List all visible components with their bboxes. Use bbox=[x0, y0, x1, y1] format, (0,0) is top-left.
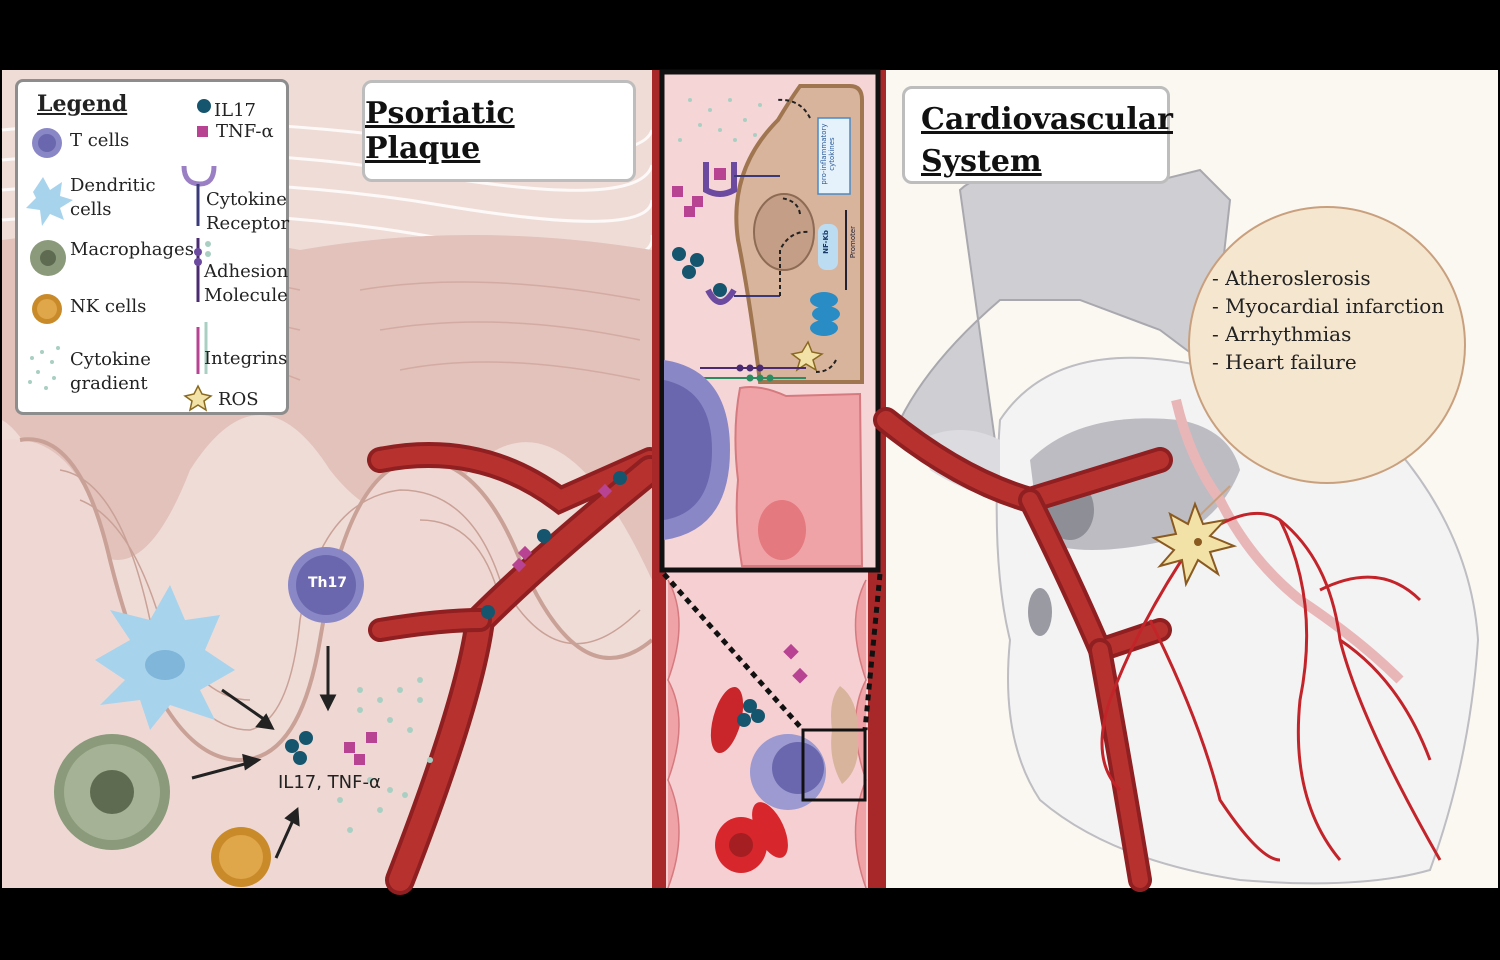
nfkb-box bbox=[818, 224, 838, 270]
inset-tnf bbox=[672, 186, 703, 217]
gradient-icon bbox=[28, 346, 60, 390]
promoter-label: Promoter bbox=[849, 225, 857, 259]
infarct-ros-icon bbox=[1151, 501, 1238, 588]
vessel-tcell bbox=[750, 734, 826, 810]
artery-right bbox=[873, 407, 1173, 892]
legend-il17: IL17 bbox=[214, 100, 256, 121]
cytokine-label: IL17, TNF-α bbox=[278, 772, 381, 793]
vessel-cytokines bbox=[481, 471, 627, 619]
integrin-icon bbox=[196, 322, 208, 374]
arrows-to-cytokines bbox=[191, 646, 337, 859]
psoriatic-plaque-title: Psoriatic Plaque bbox=[362, 80, 636, 182]
nfkb-label: NF-Kb bbox=[822, 230, 830, 254]
tnf-icon bbox=[197, 126, 208, 137]
red-blood-cells bbox=[710, 686, 788, 873]
receptor-icon bbox=[181, 165, 217, 226]
legend-tcells: T cells bbox=[70, 130, 130, 151]
legend-ros: ROS bbox=[218, 389, 259, 410]
disease-item: - Heart failure bbox=[1212, 350, 1357, 374]
cardio-title-line1: Cardiovascular bbox=[921, 102, 1173, 137]
legend-title: Legend bbox=[37, 91, 128, 117]
endothelial-lining bbox=[667, 579, 867, 889]
macrophage-cell bbox=[54, 734, 170, 850]
legend-adhesion-1: Adhesion bbox=[204, 261, 289, 282]
legend-nk: NK cells bbox=[70, 296, 147, 317]
disease-bubble bbox=[1188, 206, 1466, 484]
artery-left bbox=[367, 442, 665, 895]
disease-list: - Atheroslerosis - Myocardial infarction… bbox=[1212, 264, 1444, 376]
inset-gradient bbox=[678, 98, 762, 142]
legend-receptor-2: Receptor bbox=[206, 213, 290, 234]
th17-cell bbox=[288, 547, 364, 623]
legend-dendritic-2: cells bbox=[70, 199, 112, 220]
zoom-lines bbox=[662, 572, 883, 732]
il17-icon bbox=[197, 99, 211, 113]
legend-tnf: TNF-α bbox=[216, 121, 274, 142]
legend-dendritic-1: Dendritic bbox=[70, 175, 156, 196]
inset-lower-nucleus bbox=[758, 500, 806, 560]
dendritic-cell bbox=[95, 585, 235, 730]
zoom-box bbox=[801, 728, 867, 802]
ros-icon bbox=[183, 384, 213, 412]
dendritic-icon bbox=[26, 177, 73, 226]
pro-inflammatory-label: pro-inflammatory cytokines bbox=[820, 123, 836, 185]
disease-item: - Atheroslerosis bbox=[1212, 266, 1371, 290]
nk-cell bbox=[211, 827, 271, 887]
legend-box: Legend T cells Dendritic cells Macrophag… bbox=[15, 79, 289, 415]
disease-item: - Arrhythmias bbox=[1212, 322, 1352, 346]
legend-gradient-2: gradient bbox=[70, 373, 148, 394]
pro-inflammatory-box bbox=[817, 117, 851, 195]
dna bbox=[810, 292, 840, 336]
th17-label: Th17 bbox=[308, 575, 347, 591]
cytokine-cluster bbox=[285, 677, 433, 833]
inset-adhesion bbox=[700, 364, 806, 382]
inset-arrows bbox=[775, 98, 837, 373]
inset-ros bbox=[790, 340, 824, 372]
inset-tcell bbox=[664, 360, 730, 540]
cardio-title-line2: System bbox=[921, 144, 1042, 179]
bubble-pointer bbox=[1194, 485, 1231, 521]
legend-integrins: Integrins bbox=[204, 348, 288, 369]
inset-il17 bbox=[672, 247, 704, 279]
legend-receptor-1: Cytokine bbox=[206, 189, 287, 210]
inset-receptors bbox=[703, 162, 780, 305]
legend-icons bbox=[26, 99, 217, 412]
legend-adhesion-2: Molecule bbox=[204, 285, 288, 306]
disease-item: - Myocardial infarction bbox=[1212, 294, 1445, 318]
legend-macrophages: Macrophages bbox=[70, 239, 194, 260]
endothelial-cell-small bbox=[831, 686, 859, 784]
plaque-title-text: Psoriatic Plaque bbox=[365, 96, 515, 166]
cardiovascular-title: Cardiovascular System bbox=[902, 86, 1173, 184]
coronary-arteries bbox=[1100, 511, 1442, 862]
adhesion-icon bbox=[194, 238, 211, 302]
legend-gradient-1: Cytokine bbox=[70, 349, 151, 370]
